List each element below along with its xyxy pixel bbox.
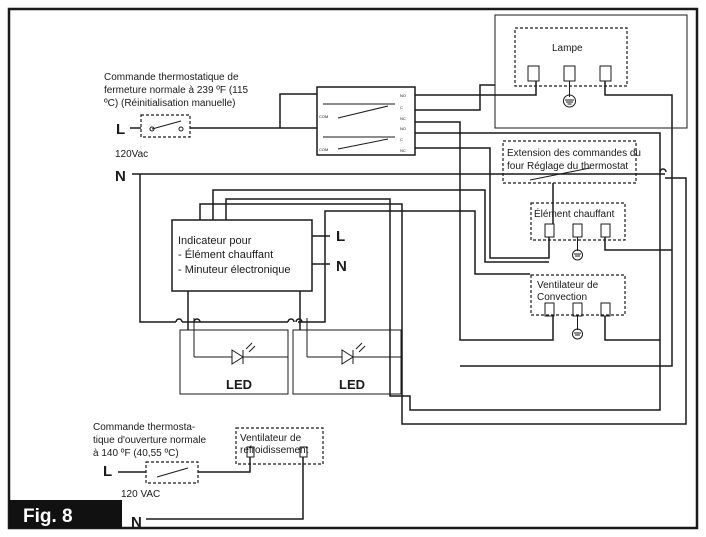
indicator-text-1: Indicateur pour [178, 235, 252, 247]
hi-limit-text-3: ºC) (Réinitialisation manuelle) [104, 98, 235, 109]
led-2-label: LED [339, 377, 365, 392]
indicator-L-label: L [336, 228, 345, 245]
svg-text:COM: COM [319, 114, 328, 119]
figure-label-box [9, 500, 122, 528]
cool-thermo-text-1: Commande thermosta- [93, 422, 195, 433]
relay-block: NO C NC NO C NC COM COM [316, 86, 416, 156]
indicator-N-label: N [336, 258, 347, 275]
lamp-label: Lampe [552, 43, 583, 54]
svg-text:COM: COM [319, 147, 328, 152]
svg-text:NO: NO [400, 126, 406, 131]
diagram-frame [7, 7, 699, 530]
svg-text:C: C [400, 105, 403, 110]
svg-text:NO: NO [400, 93, 406, 98]
indicator-block: Indicateur pour - Élément chauffant - Mi… [171, 219, 313, 292]
oven-control-text-2: four Réglage du thermostat [507, 161, 628, 172]
voltage-label: 120Vac [115, 149, 148, 160]
cool-voltage-label: 120 VAC [121, 489, 160, 500]
cool-thermo-text-3: à 140 ºF (40,55 ºC) [93, 448, 179, 459]
heating-element-block: Élément chauffant [530, 202, 626, 261]
oven-control-text-1: Extension des commandes du [507, 148, 641, 159]
cooling-wiring [118, 457, 304, 520]
indicator-text-2: - Élément chauffant [178, 248, 273, 261]
hi-limit-thermostat: Commande thermostatique de fermeture nor… [104, 72, 249, 138]
heater-label: Élément chauffant [534, 207, 615, 220]
hi-limit-text-1: Commande thermostatique de [104, 72, 239, 83]
cool-thermo-text-2: tique d'ouverture normale [93, 435, 207, 446]
cooling-fan-block: Ventilateur de refroidissement [235, 427, 324, 465]
figure-label: Fig. 8 [23, 506, 73, 527]
wiring [130, 81, 687, 425]
led-1: LED [179, 318, 289, 395]
oven-control-block: Extension des commandes du four Réglage … [502, 140, 641, 184]
led-2: LED [292, 318, 402, 395]
svg-text:NC: NC [400, 116, 406, 121]
convection-fan-text-2: Convection [537, 292, 587, 303]
cool-L-label: L [103, 463, 112, 480]
svg-text:C: C [400, 137, 403, 142]
lamp-block: Lampe [494, 14, 688, 129]
cool-N-label: N [131, 514, 142, 531]
led-1-label: LED [226, 377, 252, 392]
line-L-label: L [116, 121, 125, 138]
cool-fan-text-1: Ventilateur de [240, 433, 302, 444]
convection-fan-block: Ventilateur de Convection [530, 274, 626, 340]
indicator-text-3: - Minuteur électronique [178, 264, 291, 276]
convection-fan-text-1: Ventilateur de [537, 280, 599, 291]
cool-fan-text-2: refroidissement [240, 445, 309, 456]
svg-text:NC: NC [400, 148, 406, 153]
hi-limit-text-2: fermeture normale à 239 ºF (115 [104, 85, 249, 96]
neutral-N-label: N [115, 168, 126, 185]
